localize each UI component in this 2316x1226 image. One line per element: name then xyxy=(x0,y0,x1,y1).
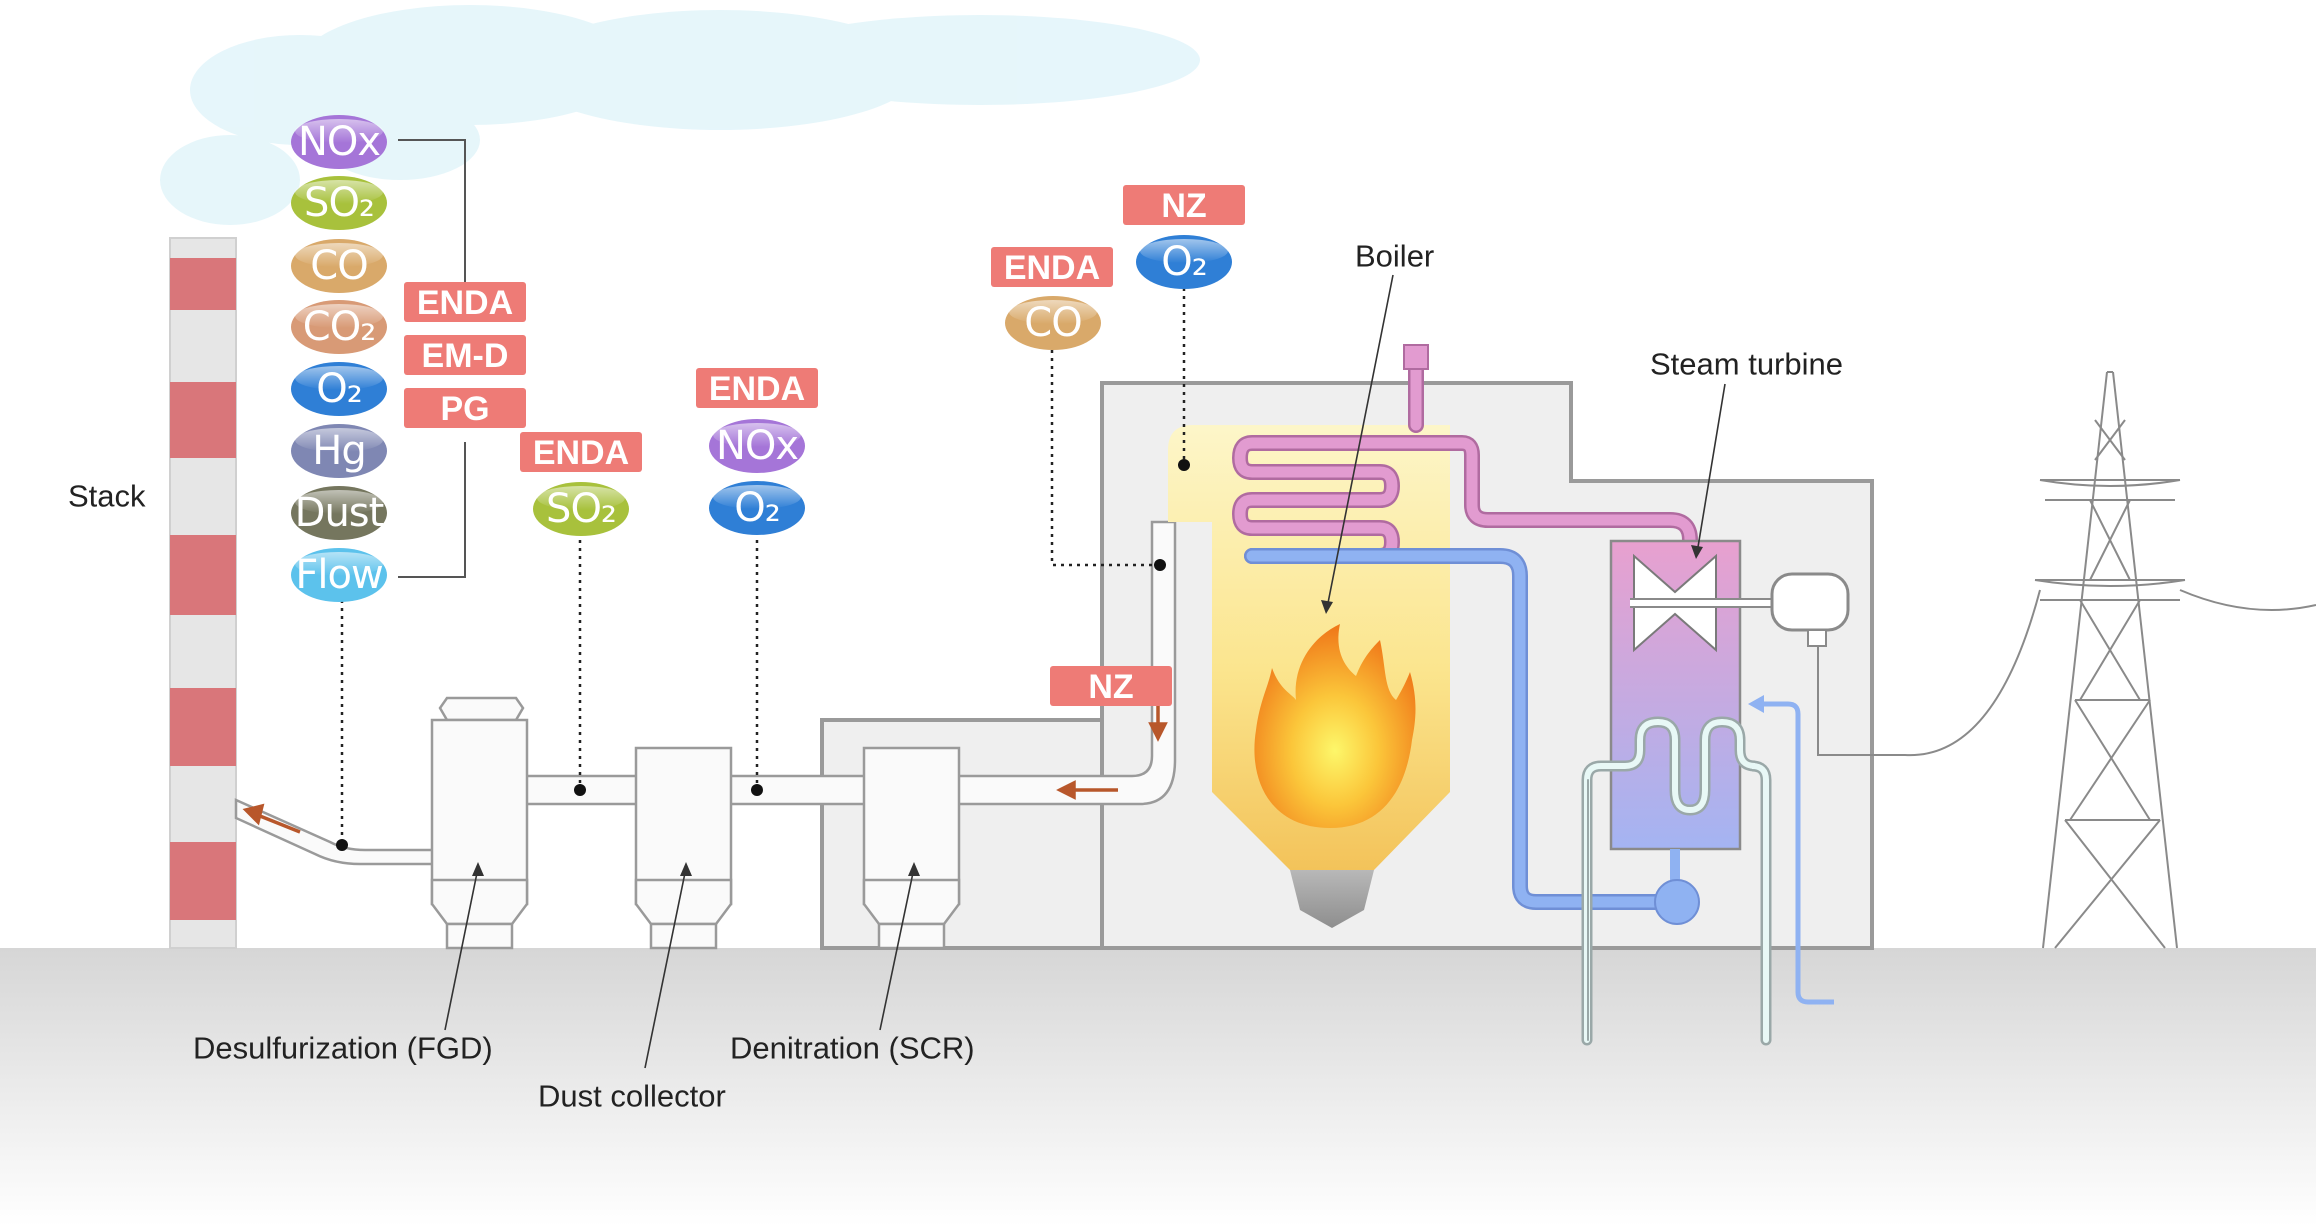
denitration-label: Denitration (SCR) xyxy=(730,1031,975,1066)
label-pointers xyxy=(444,274,1726,1069)
component-pill: Hg xyxy=(291,424,387,478)
product-tag: ENDA xyxy=(696,368,818,408)
product-label: NZ xyxy=(1161,187,1206,225)
stack-chimney xyxy=(169,237,237,949)
product-label: ENDA xyxy=(533,434,629,472)
component-label: Hg xyxy=(312,428,365,474)
component-label: O₂ xyxy=(734,485,780,531)
ground xyxy=(0,948,2316,1226)
product-label: NZ xyxy=(1088,668,1133,706)
fgd-unit xyxy=(430,696,529,950)
component-label: Flow xyxy=(295,552,383,598)
component-pill: NOx xyxy=(709,419,805,473)
generator xyxy=(1770,572,1850,632)
component-pill: SO₂ xyxy=(533,482,629,536)
component-pill: O₂ xyxy=(709,481,805,535)
transmission-tower xyxy=(1817,371,2316,949)
product-label: ENDA xyxy=(417,284,513,322)
component-label: NOx xyxy=(716,423,798,469)
fire-icon xyxy=(1254,624,1416,828)
boiler-co-analyzer: ENDA CO xyxy=(991,247,1113,350)
stack-product-tags: ENDA EM-D PG xyxy=(404,282,526,428)
component-label: O₂ xyxy=(1161,239,1207,285)
component-pill: Dust xyxy=(291,486,387,540)
component-pill: CO₂ xyxy=(291,300,387,354)
product-tag: ENDA xyxy=(404,282,526,322)
product-label: EM-D xyxy=(422,337,509,375)
fgd-inlet-analyzer: ENDA SO₂ xyxy=(520,432,642,536)
component-label: SO₂ xyxy=(304,180,374,226)
makeup-water-arrow xyxy=(1760,701,1834,1005)
stack-label: Stack xyxy=(68,479,146,514)
product-tag: PG xyxy=(404,388,526,428)
product-tag: NZ xyxy=(1050,666,1172,706)
boiler-label: Boiler xyxy=(1355,239,1434,274)
component-label: O₂ xyxy=(316,366,362,412)
component-pill: CO xyxy=(1005,296,1101,350)
water-pipe xyxy=(1244,548,1684,910)
dust-collector-unit xyxy=(634,746,733,950)
product-tag: EM-D xyxy=(404,335,526,375)
feed-pump xyxy=(1654,879,1700,925)
component-pill: NOx xyxy=(291,115,387,169)
component-label: CO xyxy=(1024,300,1081,346)
component-pill: Flow xyxy=(291,548,387,602)
component-label: CO xyxy=(310,243,367,289)
dust-collector-label: Dust collector xyxy=(538,1079,726,1114)
flow-arrows xyxy=(242,704,1168,834)
component-pill: CO xyxy=(291,239,387,293)
sample-lines xyxy=(336,288,1190,851)
stack-bracket xyxy=(398,139,466,578)
component-label: Dust xyxy=(295,490,384,536)
duct-probe: NZ xyxy=(1050,666,1172,706)
steam-drum xyxy=(1403,344,1429,370)
stack-component-list: NOx SO₂ CO CO₂ O₂ Hg xyxy=(291,115,387,602)
smoke-plume xyxy=(160,5,1200,225)
scr-unit xyxy=(862,746,961,950)
steam-turbine-label: Steam turbine xyxy=(1650,347,1843,382)
component-label: NOx xyxy=(298,119,380,165)
component-label: CO₂ xyxy=(303,304,375,350)
desulfurization-label: Desulfurization (FGD) xyxy=(193,1031,493,1066)
component-pill: SO₂ xyxy=(291,176,387,230)
component-label: SO₂ xyxy=(546,486,616,532)
product-tag: ENDA xyxy=(520,432,642,472)
dust-inlet-analyzer: ENDA NOx O₂ xyxy=(696,368,818,535)
component-pill: O₂ xyxy=(291,362,387,416)
product-label: PG xyxy=(440,390,489,428)
product-label: ENDA xyxy=(709,370,805,408)
product-tag: NZ xyxy=(1123,185,1245,225)
boiler-o2-analyzer: NZ O₂ xyxy=(1123,185,1245,289)
product-label: ENDA xyxy=(1004,249,1100,287)
component-pill: O₂ xyxy=(1136,235,1232,289)
product-tag: ENDA xyxy=(991,247,1113,287)
cooling-water-pipes xyxy=(1581,716,1772,1046)
